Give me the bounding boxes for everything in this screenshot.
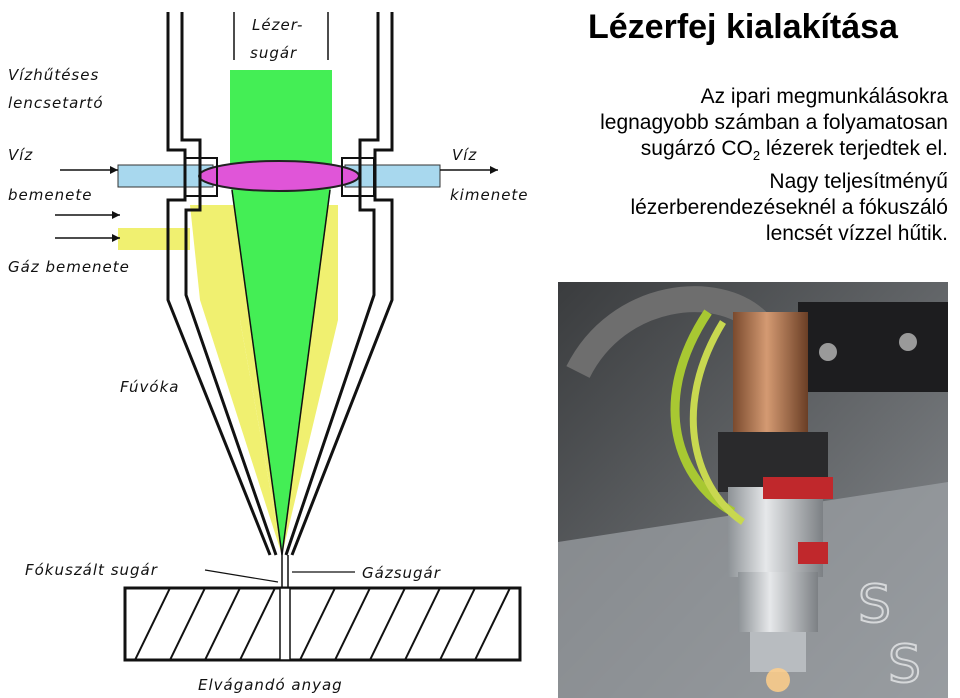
desc-line-4: Nagy teljesítményű [769,170,948,194]
laser-head-photo: S S [558,282,948,698]
desc-line-3-sub: 2 [752,148,761,164]
label-focused: Fókuszált sugár [25,561,158,579]
housing-wall-right-outer [290,12,394,556]
water-in-arrow-head [110,166,118,174]
description-text: Az ipari megmunkálásokra legnagyobb szám… [528,84,948,247]
laser-head-photo-illustration: S S [558,282,948,698]
desc-line-5: lézerberendezéseknél a fókuszáló [630,196,948,220]
beam-edge-right [281,189,331,556]
housing-wall-right-inner [284,12,380,556]
label-water-in-1: Víz [8,146,33,164]
material-hatching [134,587,511,661]
desc-line-3a: sugárzó CO [640,137,753,160]
label-water-out-1: Víz [452,146,477,164]
spark-glow [766,668,790,692]
beam-edge-left [231,189,283,556]
lens-holder-left [184,157,218,197]
label-holder-1: Vízhűtéses [8,66,99,84]
svg-text:S: S [858,575,891,635]
cut-kerf [279,587,291,661]
housing-wall-left-outer [166,12,272,556]
bolt-icon [899,333,917,351]
desc-line-2: legnagyobb számban a folyamatosan [600,111,948,134]
label-laser-1: Lézer- [252,16,303,34]
label-nozzle: Fúvóka [120,378,179,396]
gas-region-left [190,205,282,555]
label-holder-2: lencsetartó [8,94,104,112]
label-water-in-2: bemenete [8,186,92,204]
material-block [123,586,522,662]
page-title: Lézerfej kialakítása [588,8,898,46]
label-water-out-2: kimenete [450,186,529,204]
focusing-lens [198,160,360,192]
label-gas-in: Gáz bemenete [8,258,130,276]
label-material: Elvágandó anyag [198,676,343,694]
desc-line-1: Az ipari megmunkálásokra [700,85,948,108]
label-laser-2: sugár [250,44,297,62]
gas-inlet-stream [118,228,190,250]
water-out-arrow-head [490,166,498,174]
desc-line-3b: lézerek terjedtek el. [760,137,948,160]
lens-holder-right [341,157,375,197]
gas-in-arrow-head-1 [112,211,120,219]
focused-pointer [204,569,279,583]
laser-head-diagram: Lézer- sugár Vízhűtéses lencsetartó Víz … [8,12,529,694]
housing-wall-left-inner [180,12,278,556]
bolt-icon [819,343,837,361]
svg-text:S: S [888,635,921,695]
gas-in-arrow-head-2 [112,234,120,242]
label-gas-jet: Gázsugár [362,564,441,582]
desc-line-6: lencsét vízzel hűtik. [765,222,948,246]
